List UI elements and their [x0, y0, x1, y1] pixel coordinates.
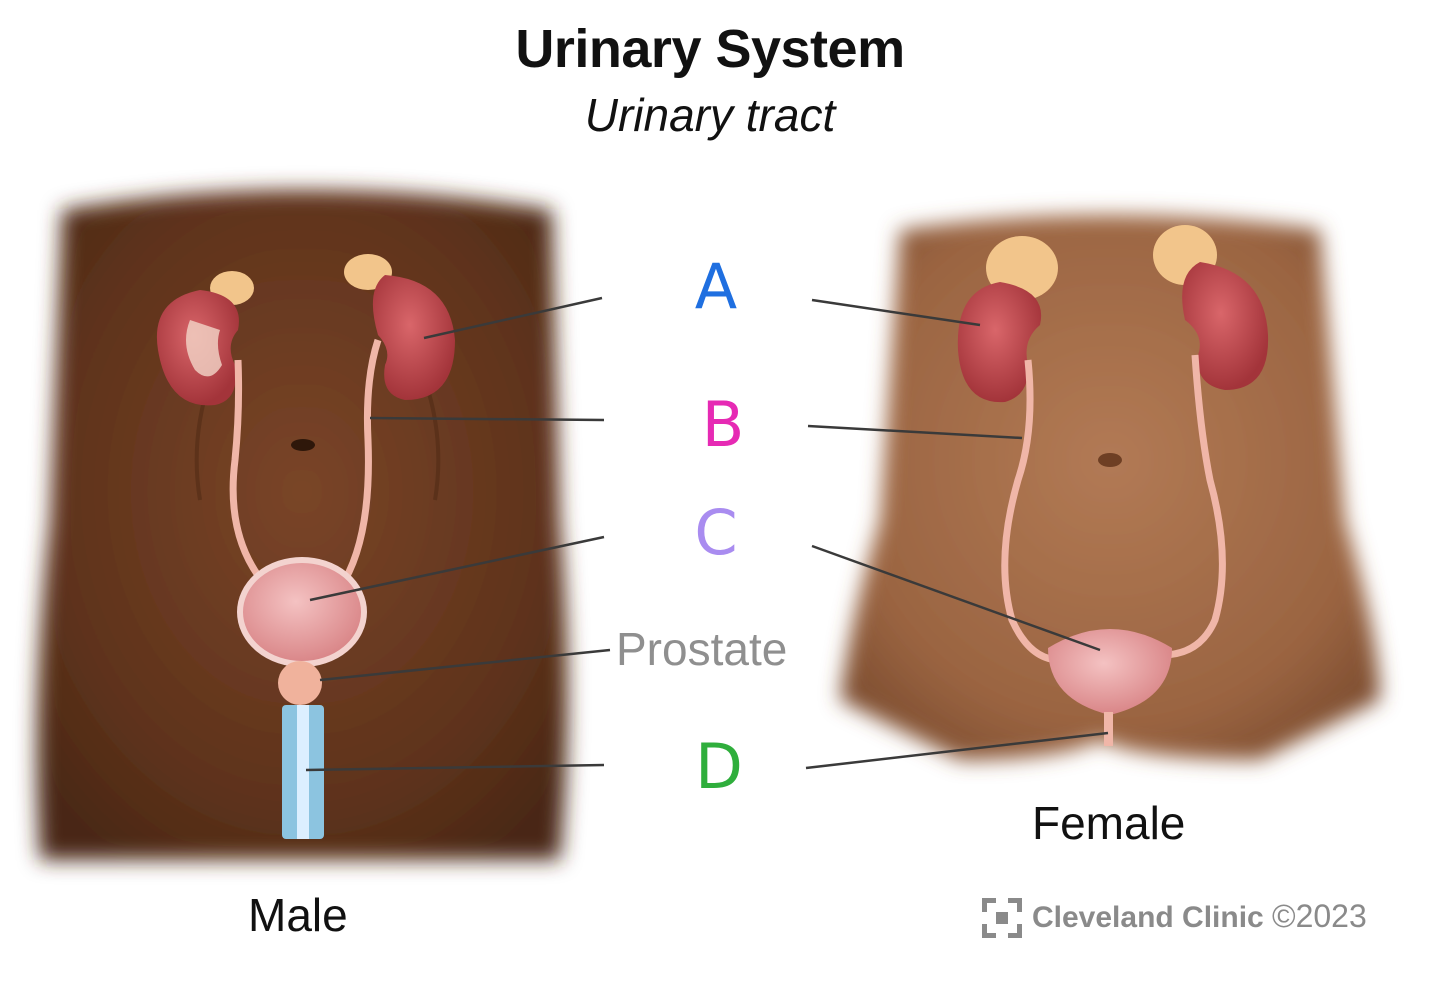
female-right-kidney — [1182, 262, 1269, 390]
leader-line-b-male — [369, 416, 605, 422]
male-navel — [291, 439, 315, 451]
label-d: D — [695, 730, 743, 803]
caption-female: Female — [1032, 797, 1186, 849]
female-navel — [1098, 453, 1122, 467]
diagram-subtitle: Urinary tract — [584, 89, 836, 141]
leader-line-d-male — [305, 763, 605, 772]
leader-line-b-female — [807, 424, 1023, 440]
leader-line-a-male — [423, 296, 603, 340]
female-right-ureter — [1161, 354, 1226, 659]
leader-line-c-female — [811, 544, 1101, 652]
leader-line-d-female — [805, 731, 1109, 770]
female-left-ureter — [1001, 359, 1061, 664]
brand-name: Cleveland Clinic — [1032, 901, 1264, 934]
label-prostate: Prostate — [616, 623, 788, 675]
label-b: B — [701, 388, 745, 461]
diagram-title: Urinary System — [515, 19, 905, 79]
label-a: A — [694, 250, 738, 323]
caption-male: Male — [248, 889, 348, 941]
leader-lines — [305, 296, 1109, 772]
brand: Cleveland Clinic — [982, 898, 1264, 938]
leader-line-a-female — [811, 298, 981, 327]
male-kidneys — [156, 254, 455, 839]
male-prostate — [278, 661, 322, 705]
leader-line-prostate — [319, 648, 611, 682]
leader-line-c-male — [309, 535, 605, 602]
copyright: ©2023 — [1272, 898, 1367, 934]
male-left-ureter — [229, 359, 271, 591]
female-urethra — [1104, 712, 1113, 746]
female-bladder — [1048, 629, 1172, 715]
female-kidneys — [957, 225, 1269, 746]
label-c: C — [694, 496, 738, 569]
male-bladder — [237, 557, 367, 667]
cleveland-clinic-logo-icon — [982, 898, 1022, 938]
female-left-kidney — [957, 282, 1042, 403]
male-right-kidney — [372, 275, 455, 400]
male-right-ureter — [337, 338, 382, 590]
